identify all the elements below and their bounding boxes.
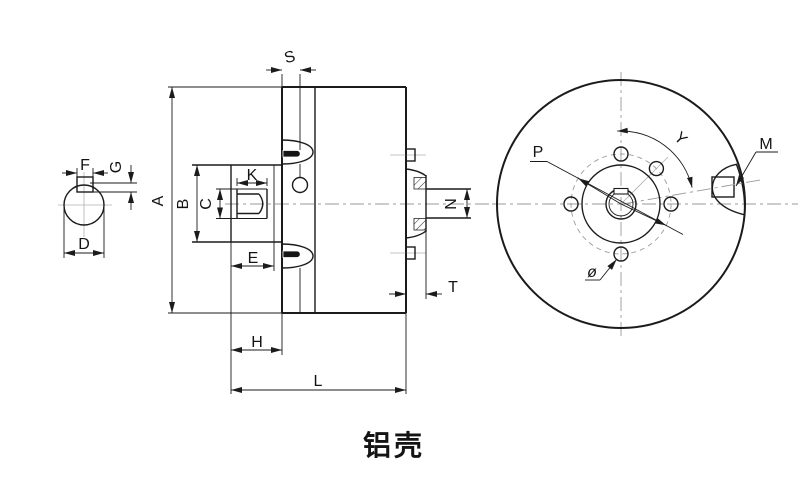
shaft-circle [63, 184, 105, 226]
pilot-circle [581, 164, 661, 244]
dim-label-t: T [448, 279, 458, 296]
dim-label-y: Y [670, 129, 690, 149]
bolt-hole [648, 160, 665, 177]
dim-label-b: B [175, 199, 192, 210]
terminal-key [711, 176, 735, 198]
bore-keyway [613, 187, 629, 195]
shaft-section-detail-view: F G D [58, 157, 137, 258]
rear-tab-top [405, 148, 416, 162]
dim-label-e: E [248, 250, 259, 267]
dim-label-h: H [251, 334, 263, 351]
dim-label-g: G [108, 161, 125, 173]
flange-ear-top [281, 139, 314, 165]
threaded-hole [216, 188, 268, 219]
drawing-caption: 铝壳 [363, 430, 425, 461]
bolt-hole [663, 196, 679, 212]
terminal-pocket [711, 163, 746, 216]
dim-label-a: A [150, 195, 167, 206]
dim-label-m: M [759, 136, 772, 153]
dim-label-k: K [247, 167, 258, 184]
bolt-circle-diameter-dim [530, 161, 684, 235]
dim-label-d: D [78, 236, 90, 253]
dim-label-n: N [443, 198, 460, 210]
dim-label-diameter: ø [587, 264, 597, 281]
dim-label-s: S [282, 48, 297, 67]
angle-dim-arc [617, 127, 693, 188]
bolt-hole [613, 246, 629, 262]
flange-ear-bottom [281, 243, 314, 269]
rear-tab-bottom [405, 246, 416, 260]
terminal-leader [735, 151, 778, 187]
rear-hub [405, 168, 471, 239]
bolt-hole [563, 196, 579, 212]
flange-hole [291, 176, 309, 194]
dim-label-f: F [80, 157, 90, 174]
front-view: P Y M ø [492, 72, 798, 340]
dim-label-c: C [198, 198, 215, 210]
keyway [76, 176, 94, 193]
bolt-circle [570, 153, 672, 255]
hole-diameter-leader [585, 259, 617, 281]
side-section-view: A B C K E H L S N T [150, 48, 497, 394]
dim-label-p: P [533, 144, 544, 161]
bolt-hole [613, 146, 629, 162]
dim-label-l: L [314, 373, 323, 390]
